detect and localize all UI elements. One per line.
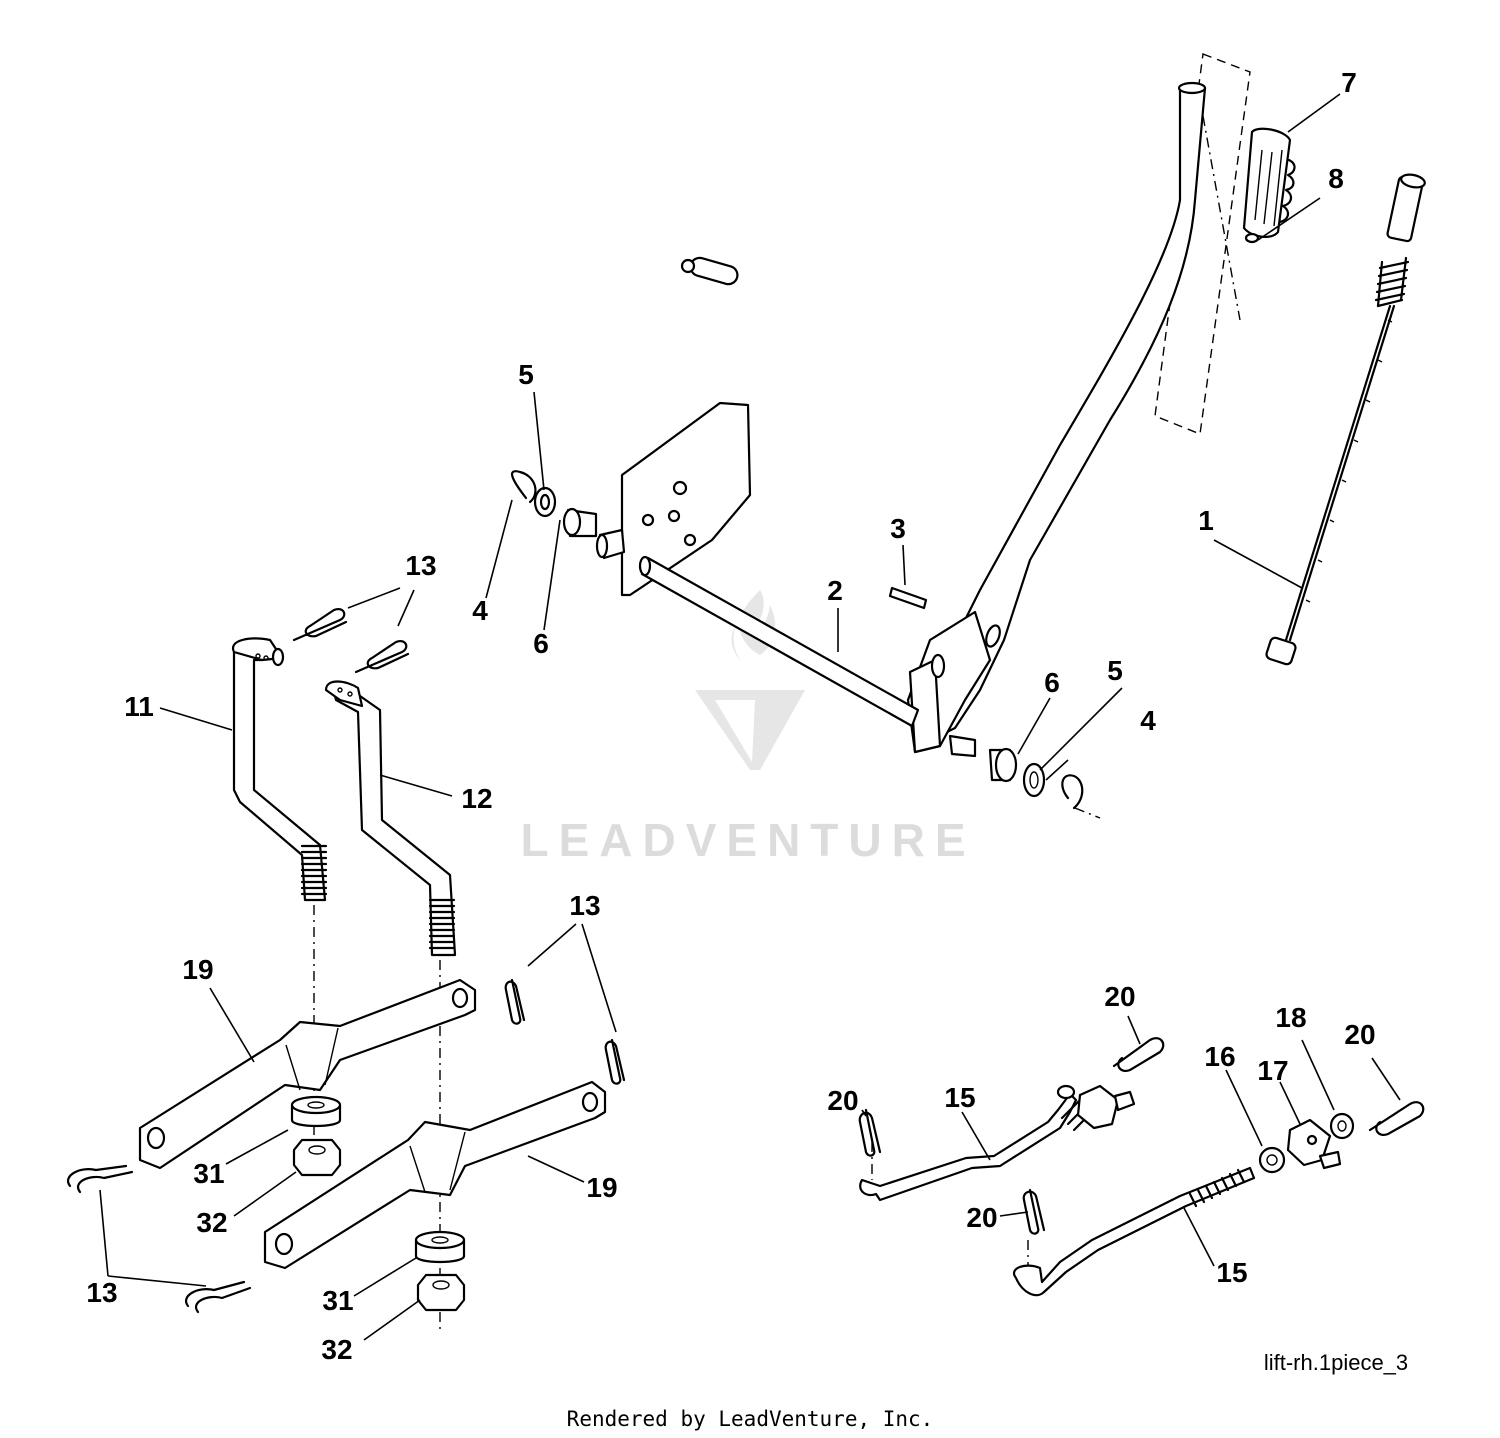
cross-shaft — [595, 256, 920, 728]
callout-2: 2 — [827, 575, 843, 606]
callout-19b: 19 — [586, 1172, 617, 1203]
hairpin-clips — [67, 608, 626, 1314]
lift-link-12 — [324, 680, 457, 957]
adjusting-rod-lower — [1013, 1112, 1355, 1297]
callout-20c: 20 — [827, 1085, 858, 1116]
leader-lines — [99, 93, 1401, 1341]
callout-1: 1 — [1198, 505, 1214, 536]
callout-18: 18 — [1275, 1002, 1306, 1033]
lift-spring-rod — [1265, 173, 1426, 666]
callout-13b: 13 — [569, 890, 600, 921]
lift-arm-lower — [263, 1080, 607, 1270]
lift-link-11 — [231, 637, 328, 902]
lift-handle-grip — [1154, 53, 1321, 435]
callout-13c: 13 — [86, 1277, 117, 1308]
watermark: LEADVENTURE — [520, 590, 975, 866]
callout-17: 17 — [1257, 1055, 1288, 1086]
callout-20a: 20 — [1104, 981, 1135, 1012]
hairpin-clips-20 — [858, 1037, 1425, 1235]
callout-19a: 19 — [182, 954, 213, 985]
bushing-nut-upper — [290, 1095, 342, 1177]
callout-6b: 6 — [1044, 667, 1060, 698]
callout-15a: 15 — [944, 1082, 975, 1113]
callout-3: 3 — [890, 513, 906, 544]
callout-4b: 4 — [1140, 705, 1156, 736]
footer-credit: Rendered by LeadVenture, Inc. — [567, 1407, 934, 1431]
callout-16: 16 — [1204, 1041, 1235, 1072]
callout-15b: 15 — [1216, 1257, 1247, 1288]
roll-pin — [888, 586, 928, 610]
callout-11: 11 — [124, 691, 154, 722]
left-hardware — [510, 470, 598, 538]
callouts: 1 2 3 4 4 5 5 6 6 7 8 11 12 13 13 13 15 … — [86, 67, 1375, 1365]
callout-8: 8 — [1328, 163, 1344, 194]
callout-20b: 20 — [1344, 1019, 1375, 1050]
drawing-id: lift-rh.1piece_3 — [1264, 1350, 1408, 1375]
adjusting-rod-upper — [859, 1084, 1136, 1202]
callout-31b: 31 — [322, 1285, 353, 1316]
callout-13a: 13 — [405, 550, 436, 581]
callout-4a: 4 — [472, 595, 488, 626]
callout-5a: 5 — [518, 359, 534, 390]
callout-32b: 32 — [321, 1334, 352, 1365]
watermark-text: LEADVENTURE — [520, 814, 975, 866]
bushing-nut-lower — [414, 1230, 466, 1312]
callout-12: 12 — [461, 783, 492, 814]
callout-6a: 6 — [533, 628, 549, 659]
callout-31a: 31 — [193, 1158, 224, 1189]
callout-32a: 32 — [196, 1207, 227, 1238]
watermark-v-icon — [695, 690, 805, 770]
callout-7: 7 — [1341, 67, 1357, 98]
lift-arm-upper — [138, 978, 477, 1170]
right-hardware — [948, 734, 1101, 819]
callout-20d: 20 — [966, 1202, 997, 1233]
callout-5b: 5 — [1107, 655, 1123, 686]
